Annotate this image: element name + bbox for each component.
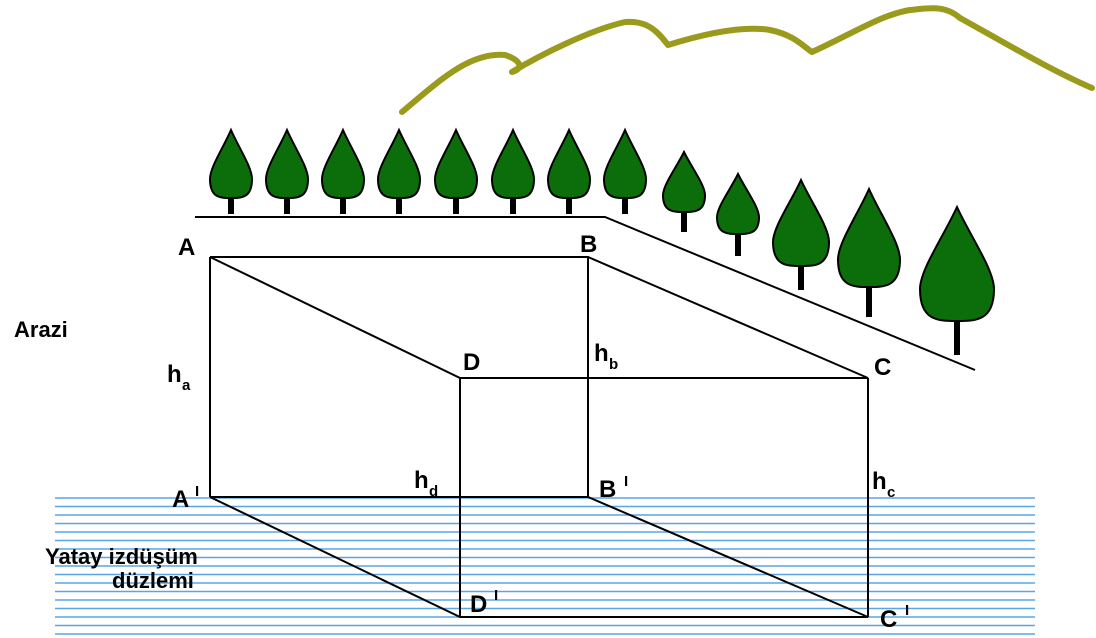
label-C-proj: C — [880, 606, 897, 633]
label-h-d: h — [414, 467, 429, 494]
projected-outline — [209, 496, 869, 618]
tree-icon — [376, 127, 422, 214]
tree-icon — [771, 177, 831, 290]
label-terrain: Arazi — [14, 317, 68, 342]
tree-icon — [546, 127, 592, 214]
terrain-edge — [195, 216, 976, 371]
label-plane-line1: Yatay izdüşüm — [45, 544, 198, 569]
label-A-proj: A — [172, 486, 189, 513]
projection-plane-lines — [55, 497, 1035, 635]
tree-icon — [602, 127, 648, 214]
label-B-proj: B — [599, 476, 616, 503]
label-D-prime: I — [494, 587, 498, 604]
tree-row — [208, 127, 996, 355]
label-plane-line2: düzlemi — [112, 568, 194, 593]
label-D: D — [463, 349, 480, 376]
label-A-prime: I — [195, 483, 199, 500]
label-h-b: h — [594, 340, 609, 367]
tree-icon — [715, 171, 761, 256]
tree-icon — [433, 127, 479, 214]
tree-icon — [264, 127, 310, 214]
mountain-ridge — [399, 5, 1095, 115]
label-h-d-sub: d — [429, 483, 438, 500]
label-h-c-sub: c — [887, 484, 895, 501]
tree-icon — [490, 127, 536, 214]
label-A: A — [178, 234, 195, 261]
label-D-proj: D — [470, 591, 487, 618]
label-B: B — [580, 231, 597, 258]
label-C-prime: I — [905, 602, 909, 619]
label-B-prime: I — [624, 473, 628, 490]
tree-icon — [836, 186, 902, 317]
label-C: C — [874, 354, 891, 381]
label-h-c: h — [872, 468, 887, 495]
label-h-a-sub: a — [182, 377, 191, 394]
label-h-b-sub: b — [609, 356, 618, 373]
tree-icon — [918, 204, 996, 355]
label-h-a: h — [167, 361, 182, 388]
tree-icon — [320, 127, 366, 214]
tree-icon — [661, 149, 707, 232]
terrain-surface-outline — [209, 256, 869, 379]
tree-icon — [208, 127, 254, 214]
